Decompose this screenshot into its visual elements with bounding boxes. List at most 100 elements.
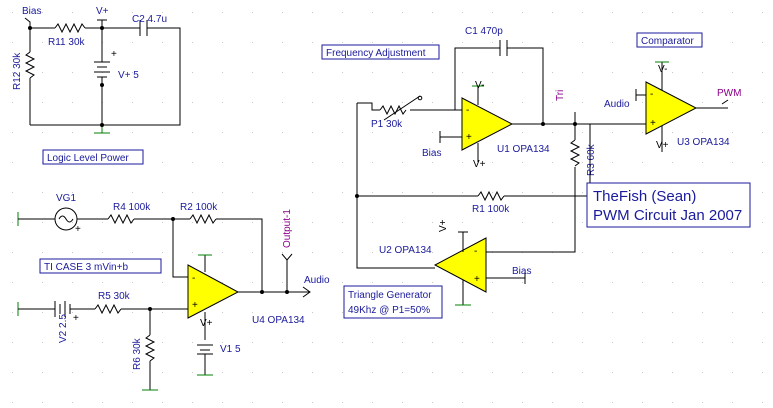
grid-dot	[42, 222, 43, 223]
grid-dot	[402, 42, 403, 43]
grid-dot	[582, 12, 583, 13]
grid-dot	[72, 372, 73, 373]
grid-dot	[432, 252, 433, 253]
grid-dot	[702, 102, 703, 103]
v2-label: V2 2.5	[58, 314, 69, 343]
grid-dot	[12, 102, 13, 103]
grid-dot	[402, 282, 403, 283]
grid-dot	[702, 132, 703, 133]
bias-top-label: Bias	[22, 6, 41, 17]
grid-dot	[402, 162, 403, 163]
grid-dot	[12, 132, 13, 133]
grid-dot	[72, 12, 73, 13]
grid-dot	[102, 372, 103, 373]
grid-dot	[612, 402, 613, 403]
grid-dot	[432, 372, 433, 373]
grid-dot	[522, 282, 523, 283]
grid-dot	[732, 372, 733, 373]
grid-dot	[462, 192, 463, 193]
grid-dot	[702, 252, 703, 253]
grid-dot	[492, 102, 493, 103]
grid-dot	[252, 372, 253, 373]
grid-dot	[522, 72, 523, 73]
grid-dot	[222, 402, 223, 403]
r2-label: R2 100k	[180, 202, 218, 213]
grid-dot	[492, 222, 493, 223]
grid-dot	[42, 12, 43, 13]
grid-dot	[432, 132, 433, 133]
grid-dot	[732, 132, 733, 133]
grid-dot	[222, 312, 223, 313]
grid-dot	[132, 342, 133, 343]
grid-dot	[762, 282, 763, 283]
svg-text:-: -	[466, 105, 469, 116]
logic-level-power-label: Logic Level Power	[47, 153, 129, 164]
grid-dot	[672, 252, 673, 253]
triangle-generator-section: Frequency Adjustment C1 470p P1 30k - + …	[321, 26, 597, 319]
grid-dot	[192, 132, 193, 133]
r4-label: R4 100k	[113, 202, 151, 213]
grid-dot	[432, 342, 433, 343]
author-title-box	[586, 182, 751, 228]
grid-dot	[372, 372, 373, 373]
svg-text:V-: V-	[658, 64, 667, 75]
grid-dot	[342, 252, 343, 253]
grid-dot	[42, 192, 43, 193]
logic-level-power-section: + Bias V+ C2 4.7u R11 30k R12 30k V+ 5 L…	[12, 6, 181, 165]
grid-dot	[702, 72, 703, 73]
svg-text:+: +	[192, 300, 198, 311]
grid-dot	[282, 162, 283, 163]
grid-dot	[132, 222, 133, 223]
grid-dot	[252, 192, 253, 193]
u1-opamp-symbol	[461, 97, 514, 151]
triangle-generator-box	[343, 285, 443, 319]
grid-dot	[762, 42, 763, 43]
grid-dot	[642, 102, 643, 103]
grid-dot	[522, 102, 523, 103]
grid-dot	[582, 402, 583, 403]
grid-dot	[162, 252, 163, 253]
grid-dot	[492, 42, 493, 43]
grid-dot	[552, 132, 553, 133]
grid-dot	[222, 222, 223, 223]
grid-dot	[372, 162, 373, 163]
grid-dot	[582, 222, 583, 223]
grid-dot	[102, 192, 103, 193]
author-title-line1: TheFish (Sean)	[593, 188, 696, 205]
grid-dot	[612, 132, 613, 133]
grid-dot	[42, 342, 43, 343]
grid-dot	[372, 402, 373, 403]
grid-dot	[42, 312, 43, 313]
grid-dot	[402, 12, 403, 13]
grid-dot	[12, 72, 13, 73]
grid-dot	[762, 192, 763, 193]
svg-text:+: +	[650, 118, 656, 129]
grid-dot	[492, 282, 493, 283]
grid-dot	[102, 12, 103, 13]
grid-dot	[582, 342, 583, 343]
grid-dot	[582, 252, 583, 253]
r12-label: R12 30k	[12, 52, 23, 90]
grid-dot	[312, 372, 313, 373]
grid-dot	[762, 72, 763, 73]
u2-label: U2 OPA134	[379, 245, 432, 256]
c2-label: C2 4.7u	[132, 14, 167, 25]
grid-dot	[192, 12, 193, 13]
svg-text:+: +	[73, 313, 79, 324]
grid-dot	[222, 102, 223, 103]
grid-dot	[372, 222, 373, 223]
grid-dot	[762, 372, 763, 373]
grid-dot	[582, 312, 583, 313]
grid-dot	[582, 162, 583, 163]
grid-dot	[582, 102, 583, 103]
grid-dot	[12, 372, 13, 373]
bias-u1-label: Bias	[422, 148, 441, 159]
grid-dot	[762, 312, 763, 313]
tri-net-label: Tri	[555, 90, 566, 101]
svg-text:V+: V+	[438, 219, 449, 232]
grid-dot	[612, 372, 613, 373]
grid-dot	[642, 342, 643, 343]
grid-dot	[552, 282, 553, 283]
svg-text:-: -	[474, 246, 477, 257]
